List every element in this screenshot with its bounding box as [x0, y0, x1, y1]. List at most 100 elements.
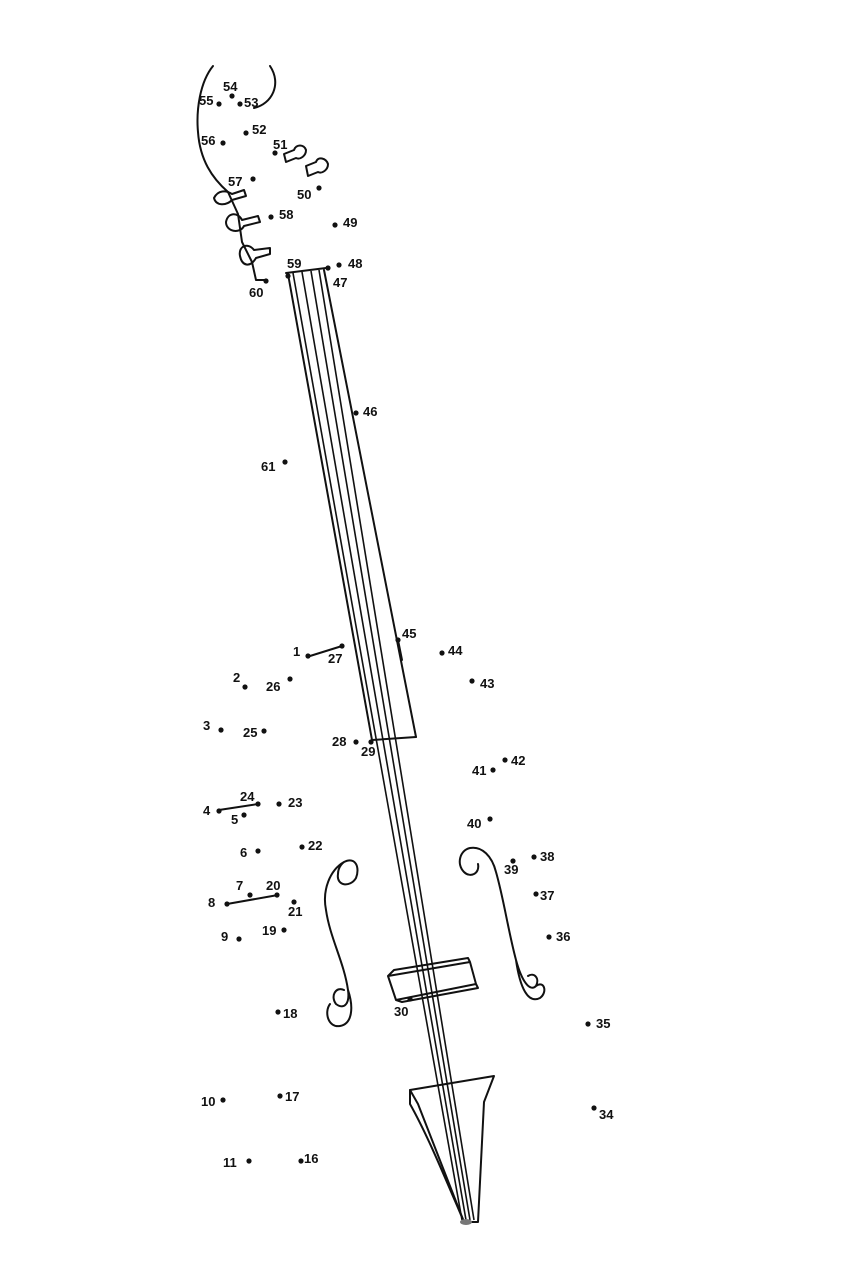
dot-marker: [229, 93, 235, 99]
peg-left-1: [213, 189, 247, 206]
dot-marker: [276, 801, 282, 807]
dot-number-label: 27: [328, 651, 342, 666]
dot-number-label: 59: [287, 256, 301, 271]
dot-marker: [272, 150, 278, 156]
dot-22: 22: [299, 838, 322, 853]
nut: [285, 267, 327, 274]
dot-marker: [263, 278, 269, 284]
cello-outline-drawing: [196, 65, 546, 1225]
dot-27: 27: [328, 643, 345, 666]
dot-marker: [353, 739, 359, 745]
dot-number-label: 57: [228, 174, 242, 189]
dot-number-label: 3: [203, 718, 210, 733]
dot-marker: [218, 727, 224, 733]
dot-number-label: 40: [467, 816, 481, 831]
dot-9: 9: [221, 929, 242, 944]
dot-47: 47: [325, 265, 347, 290]
dot-54: 54: [223, 79, 238, 99]
dot-marker: [591, 1105, 597, 1111]
fingerboard-end: [371, 736, 417, 741]
dot-marker: [502, 757, 508, 763]
dot-number-label: 52: [252, 122, 266, 137]
dot-marker: [407, 996, 413, 1002]
dot-16: 16: [298, 1151, 318, 1166]
dot-number-label: 20: [266, 878, 280, 893]
dot-number-label: 8: [208, 895, 215, 910]
dot-7: 7: [236, 878, 253, 898]
dot-marker: [325, 265, 331, 271]
dot-marker: [298, 1158, 304, 1164]
neck-right-edge: [397, 639, 403, 661]
dot-50: 50: [297, 185, 322, 202]
dot-24: 24: [240, 789, 261, 807]
dot-number-label: 56: [201, 133, 215, 148]
dot-45: 45: [395, 626, 416, 643]
dot-number-label: 55: [199, 93, 213, 108]
dot-marker: [395, 637, 401, 643]
dot-28: 28: [332, 734, 359, 749]
dot-marker: [236, 936, 242, 942]
dot-36: 36: [546, 929, 570, 944]
dot-marker: [316, 185, 322, 191]
dot-marker: [242, 684, 248, 690]
dot-marker: [241, 812, 247, 818]
body-edge-1-27: [309, 645, 343, 657]
dot-number-label: 25: [243, 725, 257, 740]
dot-29: 29: [361, 739, 375, 759]
dot-marker: [277, 1093, 283, 1099]
dot-number-label: 44: [448, 643, 463, 658]
dot-number-label: 30: [394, 1004, 408, 1019]
dot-number-label: 2: [233, 670, 240, 685]
dot-marker: [546, 934, 552, 940]
dot-number-label: 18: [283, 1006, 297, 1021]
dot-number-label: 43: [480, 676, 494, 691]
dot-37: 37: [533, 888, 554, 903]
dot-number-label: 60: [249, 285, 263, 300]
dot-number-label: 47: [333, 275, 347, 290]
peg-right-2: [305, 157, 329, 177]
fingerboard-left-edge: [287, 273, 373, 741]
dot-number-label: 28: [332, 734, 346, 749]
dot-number-label: 24: [240, 789, 255, 804]
dot-57: 57: [228, 174, 256, 189]
dot-marker: [247, 892, 253, 898]
dot-marker: [281, 927, 287, 933]
dot-marker: [220, 140, 226, 146]
dot-marker: [261, 728, 267, 734]
dot-number-label: 42: [511, 753, 525, 768]
peg-left-3: [238, 244, 271, 266]
dot-8: 8: [208, 895, 230, 910]
string-2: [301, 271, 467, 1221]
dot-number-label: 21: [288, 904, 302, 919]
tailpiece-fold: [409, 1089, 465, 1223]
dot-59: 59: [285, 256, 301, 279]
dot-marker: [216, 101, 222, 107]
dot-61: 61: [261, 459, 288, 474]
dot-number-label: 49: [343, 215, 357, 230]
dot-number-label: 34: [599, 1107, 614, 1122]
dot-marker: [275, 1009, 281, 1015]
dot-3: 3: [203, 718, 224, 733]
dot-marker: [439, 650, 445, 656]
dot-marker: [339, 643, 345, 649]
dot-number-label: 51: [273, 137, 287, 152]
dot-marker: [282, 459, 288, 465]
dot-49: 49: [332, 215, 357, 230]
dot-marker: [490, 767, 496, 773]
dot-marker: [299, 844, 305, 850]
bridge: [387, 957, 479, 1003]
dot-marker: [305, 653, 311, 659]
dot-number-label: 9: [221, 929, 228, 944]
dot-56: 56: [201, 133, 226, 148]
dot-marker: [510, 858, 516, 864]
dot-60: 60: [249, 278, 269, 300]
dot-44: 44: [439, 643, 463, 658]
dot-4: 4: [203, 803, 222, 818]
dot-18: 18: [275, 1006, 297, 1021]
tailpiece: [409, 1075, 495, 1223]
dot-number-label: 7: [236, 878, 243, 893]
peg-left-2: [225, 213, 261, 232]
dot-marker: [487, 816, 493, 822]
dot-25: 25: [243, 725, 267, 740]
dot-number-label: 23: [288, 795, 302, 810]
